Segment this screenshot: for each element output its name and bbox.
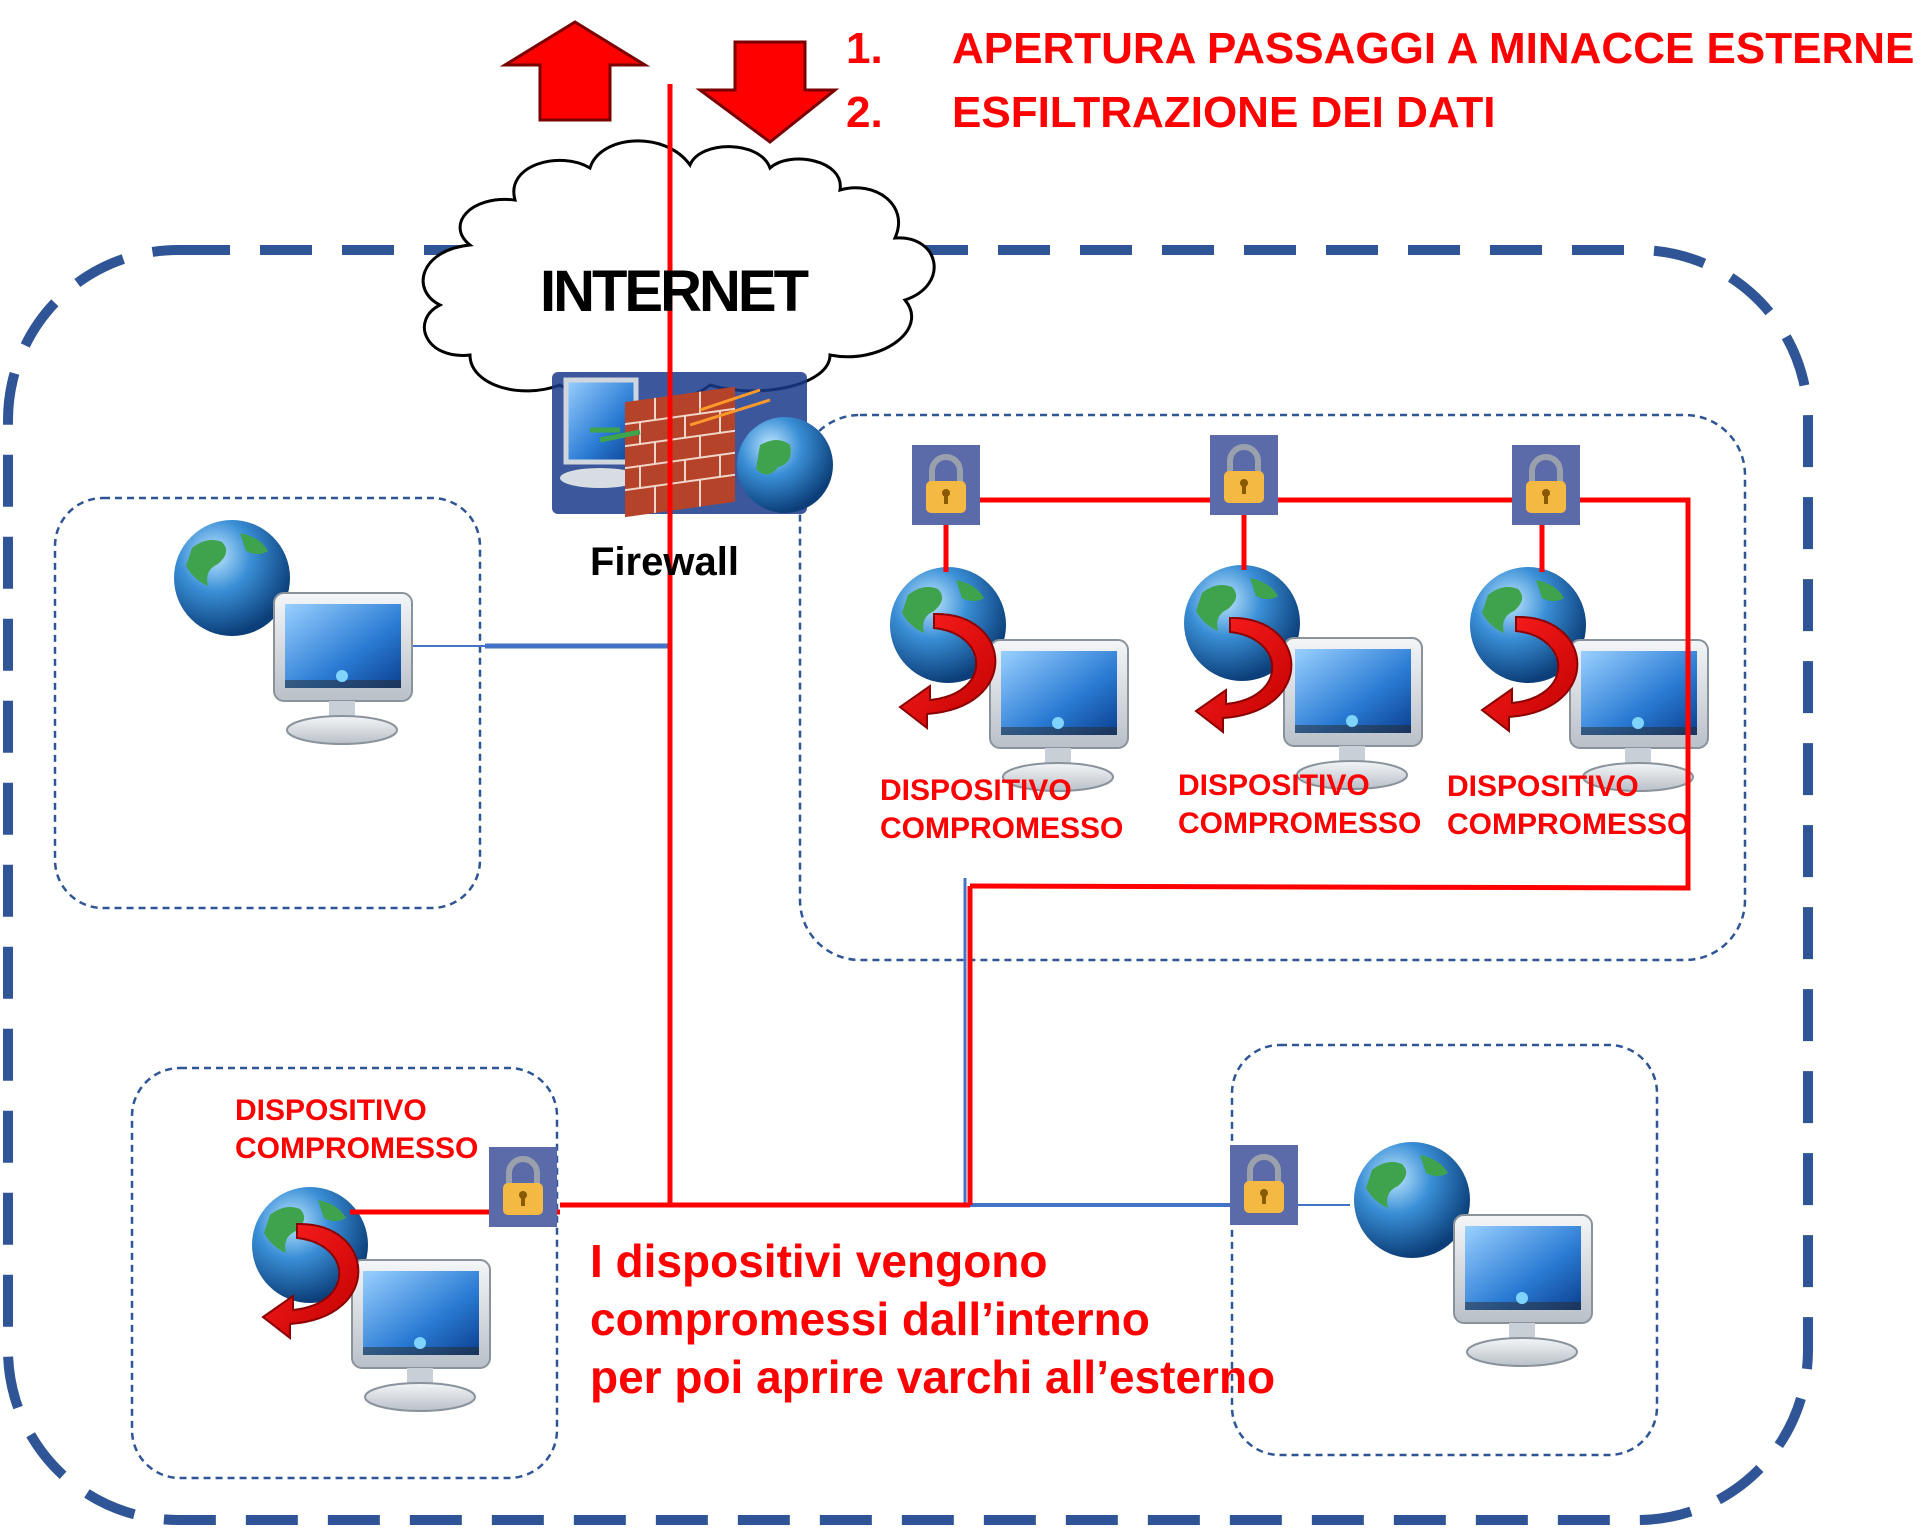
lock-icon <box>489 1147 557 1227</box>
device-label: DISPOSITIVO COMPROMESSO <box>880 772 1123 848</box>
firewall-icon <box>552 372 833 518</box>
header-item-number: 2. <box>846 88 883 137</box>
caption-line: compromessi dall’interno <box>590 1293 1150 1345</box>
device-label-line1: DISPOSITIVO <box>1447 770 1639 803</box>
device-label-line2: COMPROMESSO <box>1178 807 1422 840</box>
computer-globe-icon <box>1183 564 1423 790</box>
header-item-1: 1. APERTURA PASSAGGI A MINACCE ESTERNE <box>846 24 1914 74</box>
arrow-up-icon <box>499 20 651 122</box>
header-item-2: 2. ESFILTRAZIONE DEI DATI <box>846 88 1495 138</box>
diagram-caption: I dispositivi vengono compromessi dall’i… <box>590 1232 1275 1406</box>
lock-icon <box>912 445 980 525</box>
header-item-text: ESFILTRAZIONE DEI DATI <box>952 88 1496 137</box>
computer-globe-icon <box>889 566 1129 792</box>
device-label: DISPOSITIVO COMPROMESSO <box>235 1092 478 1168</box>
arrow-down-icon <box>695 40 840 144</box>
computer-globe-icon <box>1469 566 1709 792</box>
lock-icon <box>1230 1145 1298 1225</box>
caption-line: I dispositivi vengono <box>590 1235 1048 1287</box>
device-label-line2: COMPROMESSO <box>235 1132 479 1165</box>
device-label-line1: DISPOSITIVO <box>1178 769 1370 802</box>
device-label-line1: DISPOSITIVO <box>235 1094 427 1127</box>
device-label-line2: COMPROMESSO <box>880 812 1124 845</box>
zone-compromised-cluster <box>798 413 1747 962</box>
zone-bottom-right <box>1230 1043 1659 1457</box>
cloud-icon <box>421 139 936 406</box>
lock-icon <box>1210 435 1278 515</box>
computer-globe-icon <box>1353 1141 1593 1367</box>
computer-globe-icon <box>173 519 413 745</box>
firewall-label: Firewall <box>590 540 739 584</box>
device-label: DISPOSITIVO COMPROMESSO <box>1178 767 1421 843</box>
caption-line: per poi aprire varchi all’esterno <box>590 1351 1276 1403</box>
header-item-number: 1. <box>846 24 883 73</box>
header-item-text: APERTURA PASSAGGI A MINACCE ESTERNE <box>952 24 1915 73</box>
device-label-line1: DISPOSITIVO <box>880 774 1072 807</box>
device-label: DISPOSITIVO COMPROMESSO <box>1447 768 1690 844</box>
lock-icon <box>1512 445 1580 525</box>
device-label-line2: COMPROMESSO <box>1447 808 1691 841</box>
internal-network-boundary <box>3 245 1813 1525</box>
cloud-label: INTERNET <box>540 259 809 324</box>
